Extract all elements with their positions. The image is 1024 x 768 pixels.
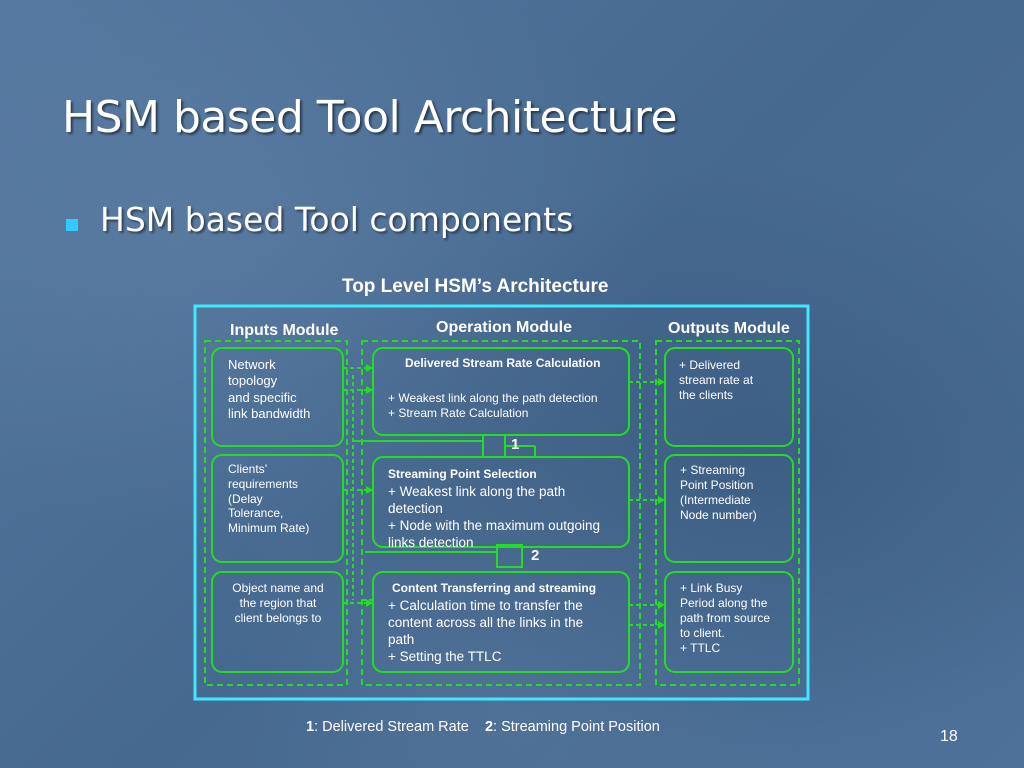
- output-3-text: + Link Busy Period along the path from s…: [680, 581, 771, 655]
- input-2-text: Clients’ requirements (Delay Tolerance, …: [228, 462, 310, 535]
- output-1-text: + Delivered stream rate at the clients: [679, 358, 754, 402]
- operation-2-header: Streaming Point Selection: [388, 467, 537, 481]
- input-box-2: [211, 454, 344, 563]
- bullet-text: HSM based Tool components: [100, 200, 574, 239]
- bullet-square-icon: [66, 219, 78, 231]
- input-3-text: Object name and the region that client b…: [232, 581, 324, 625]
- outputs-module-label: Outputs Module: [668, 320, 790, 337]
- page-number: 18: [940, 728, 958, 745]
- diagram-title: Top Level HSM’s Architecture: [342, 276, 609, 297]
- operation-3-text: + Calculation time to transfer the conte…: [388, 598, 584, 664]
- input-1-text: Network topology and specific link bandw…: [228, 357, 311, 421]
- connector-2-box: [496, 544, 523, 568]
- slide-title: HSM based Tool Architecture: [62, 92, 678, 143]
- operation-2-text: + Weakest link along the path detection …: [388, 484, 600, 550]
- outer-frame: [193, 304, 810, 701]
- diagram-legend: 1: Delivered Stream Rate 2: Streaming Po…: [306, 719, 660, 735]
- input-box-3: [211, 571, 344, 673]
- operation-module-label: Operation Module: [436, 319, 572, 336]
- inputs-module-label: Inputs Module: [230, 322, 339, 339]
- operation-1-header: Delivered Stream Rate Calculation: [405, 356, 601, 370]
- output-box-3: [664, 571, 794, 673]
- inputs-module-region: [204, 340, 348, 686]
- operation-box-3: [372, 571, 630, 673]
- output-box-2: [664, 454, 794, 563]
- connector-1-box: [482, 434, 506, 458]
- outputs-module-region: [655, 340, 800, 686]
- output-2-text: + Streaming Point Position (Intermediate…: [680, 463, 757, 522]
- input-box-1: [211, 347, 344, 447]
- connector-1-label: 1: [511, 436, 520, 453]
- connector-2-label: 2: [531, 547, 540, 564]
- operation-1-text: + Weakest link along the path detection …: [388, 391, 598, 420]
- operation-module-region: [361, 340, 641, 686]
- output-box-1: [664, 347, 794, 447]
- operation-3-header: Content Transferring and streaming: [392, 581, 597, 595]
